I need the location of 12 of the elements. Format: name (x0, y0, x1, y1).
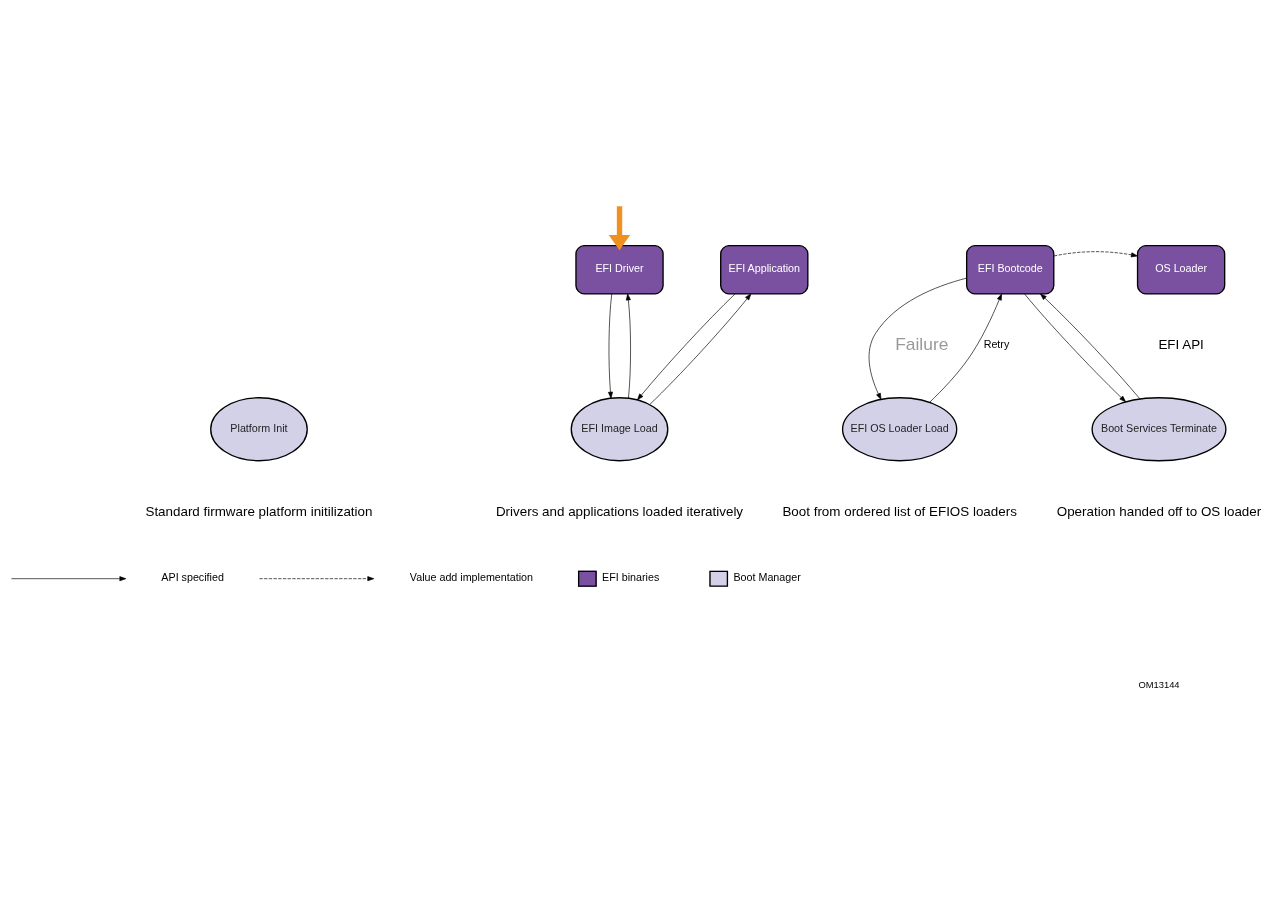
node-label: Standard firmware platform initilization (145, 503, 373, 519)
legend-label: Boot Manager (733, 570, 801, 583)
node-label: Drivers and applications loaded iteratively (495, 503, 744, 519)
label: OM13144 (1138, 679, 1180, 690)
node-label: Boot from ordered list of EFIOS loaders (782, 503, 1017, 519)
node-label: EFI API (1158, 336, 1204, 352)
legend-label: Value add implementation (409, 570, 533, 583)
node-label: Operation handed off to OS loader (1056, 503, 1262, 519)
legend-label: EFI binaries (602, 570, 660, 583)
edge-label: Retry (983, 337, 1010, 350)
legend-label: API specified (161, 570, 224, 583)
label: Failure (895, 333, 949, 354)
